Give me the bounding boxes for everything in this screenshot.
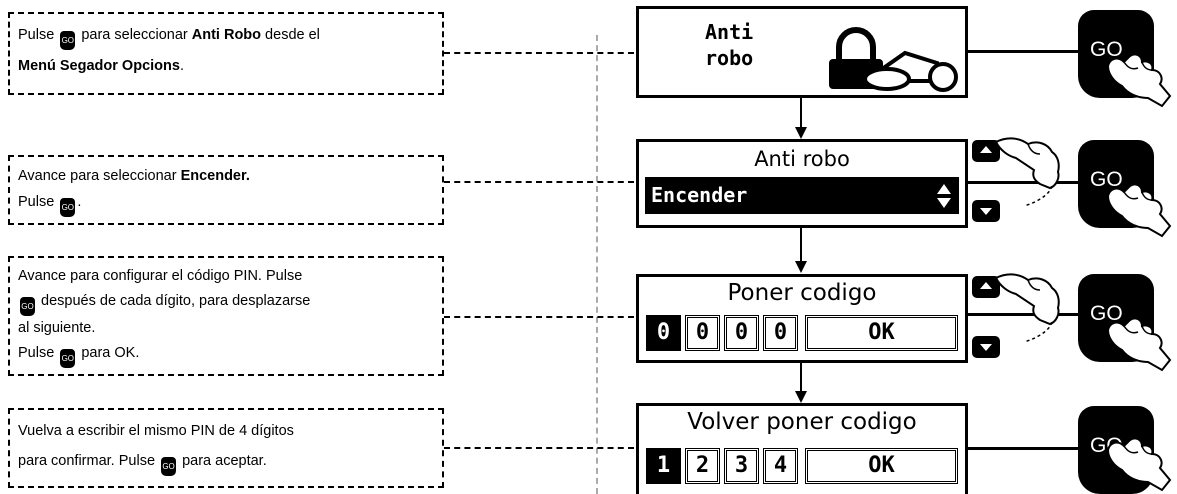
instruction-line: Avance para seleccionar Encender. — [18, 168, 250, 184]
go-button-icon: GO — [20, 297, 35, 316]
instruction-box-2: Avance para seleccionar Encender. Pulse … — [8, 155, 444, 225]
pin-digit: 4 — [763, 448, 798, 484]
connector-line — [444, 52, 634, 54]
instruction-line: para confirmar. Pulse GO para aceptar. — [18, 446, 434, 476]
go-button-icon: GO — [60, 349, 76, 368]
flow-arrow — [800, 228, 802, 262]
arrow-head-icon — [795, 391, 807, 403]
connector-line — [444, 316, 634, 318]
pressing-hand-icon — [1106, 437, 1172, 492]
ok-box: OK — [805, 315, 958, 351]
pin-digit: 0 — [724, 315, 759, 351]
pressing-hand-icon — [1106, 317, 1172, 372]
instruction-line: Pulse GO para seleccionar Anti Robo desd… — [18, 20, 434, 51]
arrow-head-icon — [795, 261, 807, 273]
screen-title: Anti robo — [754, 147, 850, 171]
selected-option: Encender — [645, 177, 959, 214]
arrow-head-icon — [795, 127, 807, 139]
pin-digit: 2 — [685, 448, 720, 484]
instruction-box-1: Pulse GO para seleccionar Anti Robo desd… — [8, 12, 444, 95]
instruction-line: Vuelva a escribir el mismo PIN de 4 dígi… — [18, 423, 294, 439]
finger-hand-icon — [994, 137, 1060, 207]
display-screen-pin-entry: Poner codigo 0 0 0 0 OK — [636, 274, 968, 363]
flow-arrow — [800, 363, 802, 392]
display-screen-pin-confirm: Volver poner codigo 1 2 3 4 OK — [636, 403, 968, 494]
connector-line — [444, 181, 634, 183]
instruction-line: Avance para configurar el código PIN. Pu… — [18, 268, 303, 284]
down-arrow-key-icon — [972, 336, 1000, 358]
pressing-hand-icon — [1106, 183, 1172, 238]
down-arrow-key-icon — [972, 200, 1000, 222]
pin-digit: 0 — [763, 315, 798, 351]
display-screen-encender: Anti robo Encender — [636, 139, 968, 228]
up-down-arrows-icon — [937, 184, 951, 208]
instruction-line: Pulse GO. — [18, 189, 434, 217]
go-button-icon: GO — [161, 457, 177, 476]
go-button-icon: GO — [60, 31, 76, 50]
instruction-box-4: Vuelva a escribir el mismo PIN de 4 dígi… — [8, 408, 444, 488]
instruction-line: Pulse GO para OK. — [18, 341, 434, 368]
go-button: GO — [1078, 274, 1154, 362]
connector-line — [968, 447, 1080, 450]
instruction-line: GO después de cada dígito, para desplaza… — [18, 289, 434, 316]
screen-title: Poner codigo — [727, 280, 877, 306]
connector-line — [444, 447, 634, 449]
pin-digits: 1 2 3 4 OK — [646, 448, 958, 484]
connector-line — [968, 313, 1080, 316]
screen-title: Volver poner codigo — [687, 409, 917, 435]
connector-line — [968, 181, 1080, 184]
pin-digits: 0 0 0 0 OK — [646, 315, 958, 351]
pin-digit: 1 — [646, 448, 681, 484]
pin-digit: 0 — [685, 315, 720, 351]
flow-arrow — [800, 98, 802, 128]
instruction-line: al siguiente. — [18, 320, 96, 336]
ok-box: OK — [805, 448, 958, 484]
go-button-icon: GO — [60, 198, 76, 217]
separator-line — [596, 35, 598, 494]
display-screen-anti-robo: Anti robo — [636, 6, 968, 98]
pin-digit: 0 — [646, 315, 681, 351]
pin-digit: 3 — [724, 448, 759, 484]
up-arrow-key-icon — [972, 276, 1000, 298]
connector-line — [968, 50, 1080, 53]
instruction-line: Menú Segador Opcions. — [18, 58, 184, 74]
lock-mower-icon — [829, 27, 958, 92]
up-arrow-key-icon — [972, 140, 1000, 162]
pressing-hand-icon — [1106, 53, 1172, 108]
finger-hand-icon — [994, 273, 1060, 343]
instruction-box-3: Avance para configurar el código PIN. Pu… — [8, 256, 444, 376]
screen-text: Anti robo — [705, 20, 754, 70]
